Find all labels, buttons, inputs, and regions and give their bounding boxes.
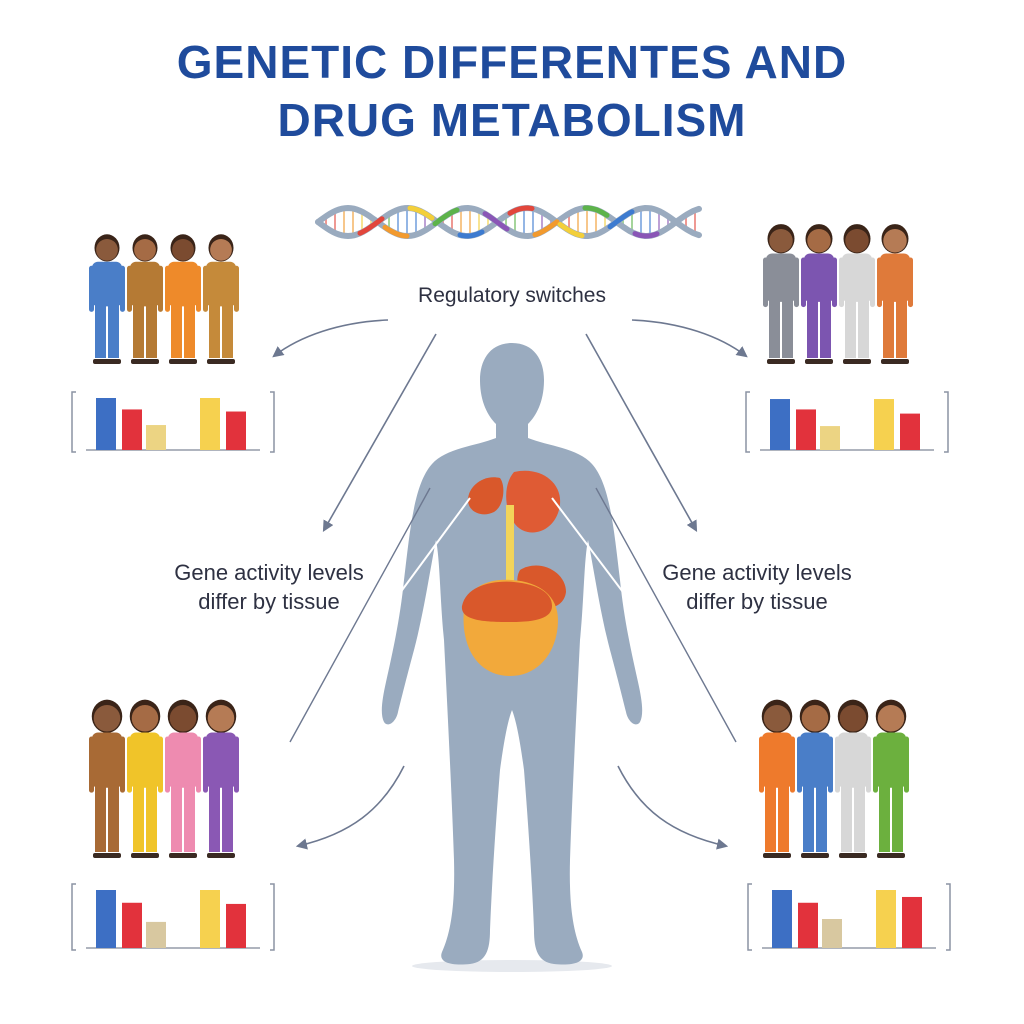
arrow-top-right xyxy=(631,319,748,358)
label-regulatory-switches: Regulatory switches xyxy=(418,284,606,307)
liver xyxy=(461,581,552,622)
chart-bar xyxy=(822,919,842,948)
chart-bracket-left xyxy=(745,391,750,453)
label-gene-activity-left-line1: Gene activity levels xyxy=(174,560,364,585)
chart-bar xyxy=(96,398,116,450)
label-gene-activity-left: Gene activity levels differ by tissue xyxy=(130,558,408,616)
chart-bar xyxy=(96,890,116,948)
person-figure xyxy=(835,699,871,858)
connector-lines xyxy=(289,497,737,743)
bar-charts xyxy=(71,391,951,951)
person-figure xyxy=(203,234,239,364)
bar-chart-bottom-left xyxy=(71,883,275,951)
lung-left xyxy=(468,477,504,515)
chart-bar xyxy=(874,399,894,450)
chart-bar xyxy=(876,890,896,948)
chart-bar xyxy=(798,902,818,948)
label-gene-activity-right-line1: Gene activity levels xyxy=(662,560,852,585)
chart-bar xyxy=(226,411,246,450)
person-figure xyxy=(763,224,799,364)
people-group-top-left xyxy=(89,234,239,364)
chart-bar xyxy=(200,398,220,450)
person-figure xyxy=(801,224,837,364)
chart-bar xyxy=(902,896,922,948)
connector-lines-outer xyxy=(289,487,737,743)
people-group-bottom-left xyxy=(89,699,239,858)
chart-bar xyxy=(122,409,142,450)
human-body-silhouette xyxy=(381,343,643,972)
arrow-bottom-left xyxy=(295,765,405,850)
chart-bar xyxy=(770,399,790,450)
arrow-top-left xyxy=(272,319,389,358)
chart-bracket-right xyxy=(944,391,949,453)
chart-bar xyxy=(226,903,246,948)
chart-bar xyxy=(796,409,816,450)
esophagus xyxy=(506,505,514,583)
chart-bar xyxy=(900,413,920,450)
dna-helix-icon xyxy=(315,204,702,240)
chart-bar xyxy=(772,890,792,948)
arrow-bottom-right xyxy=(617,765,729,850)
people-group-top-right xyxy=(763,224,913,364)
chart-bar xyxy=(146,921,166,948)
title-line-1: GENETIC DIFFERENTES AND xyxy=(176,36,848,88)
person-figure xyxy=(797,699,833,858)
label-gene-activity-right: Gene activity levels differ by tissue xyxy=(618,558,896,616)
label-gene-activity-left-line2: differ by tissue xyxy=(198,589,340,614)
person-figure xyxy=(877,224,913,364)
chart-bracket-left xyxy=(747,883,752,951)
person-figure xyxy=(839,224,875,364)
person-figure xyxy=(873,699,909,858)
person-figure xyxy=(89,699,125,858)
person-figure xyxy=(89,234,125,364)
chart-bar xyxy=(200,890,220,948)
chart-bracket-left xyxy=(71,883,76,951)
chart-bracket-right xyxy=(946,883,951,951)
person-figure xyxy=(165,699,201,858)
arrow-mid-right xyxy=(585,333,698,532)
person-figure xyxy=(203,699,239,858)
arrow-mid-left xyxy=(322,333,437,532)
label-gene-activity-right-line2: differ by tissue xyxy=(686,589,828,614)
person-figure xyxy=(127,234,163,364)
heart-liver-upper xyxy=(506,470,561,533)
chart-bar xyxy=(146,425,166,450)
chart-bracket-right xyxy=(270,391,275,453)
person-figure xyxy=(127,699,163,858)
bar-chart-top-left xyxy=(71,391,275,453)
chart-bar xyxy=(820,426,840,450)
bar-chart-bottom-right xyxy=(747,883,951,951)
person-figure xyxy=(759,699,795,858)
people-groups xyxy=(89,224,913,858)
arrows xyxy=(272,319,748,850)
title-line-2: DRUG METABOLISM xyxy=(277,94,747,146)
person-figure xyxy=(165,234,201,364)
chart-bracket-left xyxy=(71,391,76,453)
bar-chart-top-right xyxy=(745,391,949,453)
people-group-bottom-right xyxy=(759,699,909,858)
chart-bracket-right xyxy=(270,883,275,951)
chart-bar xyxy=(122,902,142,948)
